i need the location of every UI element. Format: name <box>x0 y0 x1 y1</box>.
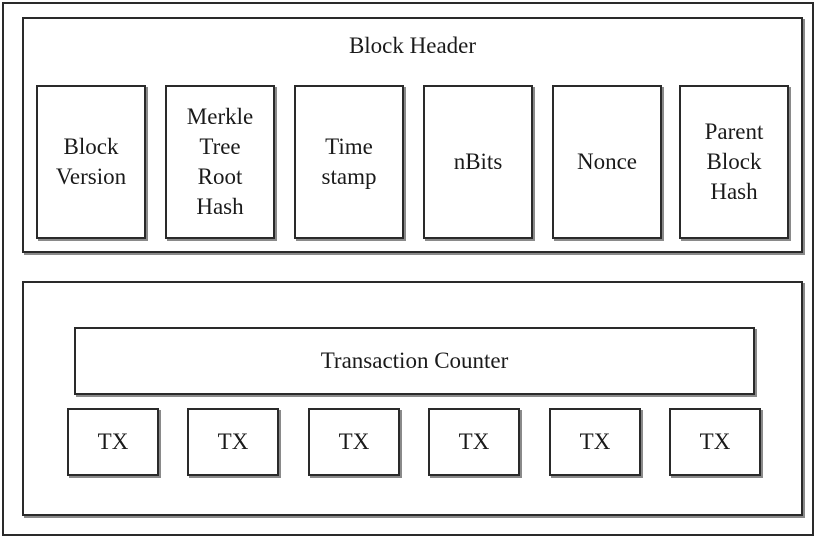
transaction-box: TX <box>308 408 400 476</box>
transaction-box: TX <box>67 408 159 476</box>
nbits-field: nBits <box>423 85 533 239</box>
transaction-counter-box: Transaction Counter <box>74 327 755 395</box>
transaction-box: TX <box>549 408 641 476</box>
transaction-box: TX <box>428 408 520 476</box>
block-body-panel: Transaction Counter TX TX TX TX TX TX <box>22 281 803 516</box>
nonce-field: Nonce <box>552 85 662 239</box>
block-diagram-frame <box>2 2 814 536</box>
block-header-panel: Block Header Block Version Merkle Tree R… <box>22 17 803 253</box>
transaction-box: TX <box>669 408 761 476</box>
timestamp-field: Time stamp <box>294 85 404 239</box>
block-version-field: Block Version <box>36 85 146 239</box>
parent-block-hash-field: Parent Block Hash <box>679 85 789 239</box>
transaction-box: TX <box>187 408 279 476</box>
merkle-root-field: Merkle Tree Root Hash <box>165 85 275 239</box>
block-header-title: Block Header <box>348 33 477 58</box>
